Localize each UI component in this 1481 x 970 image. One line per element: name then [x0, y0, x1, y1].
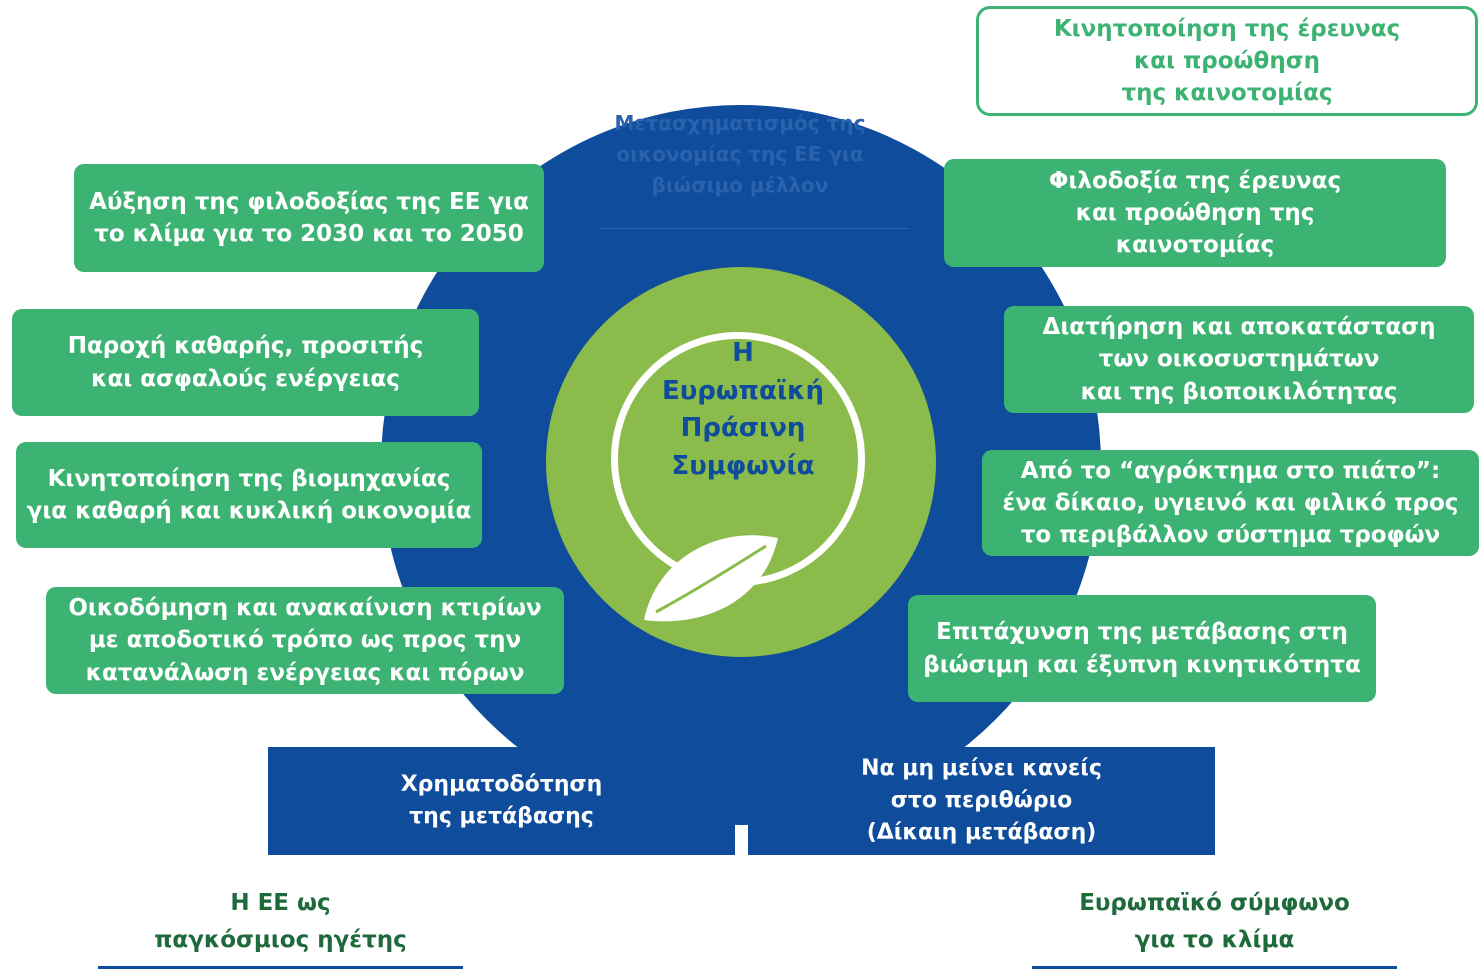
bottom-label-climate-pact: Ευρωπαϊκό σύμφωνο για το κλίμα: [1079, 890, 1350, 953]
base-just-transition: Να μη μείνει κανείς στο περιθώριο (Δίκαι…: [748, 747, 1215, 855]
right-box-research: Φιλοδοξία της έρευνας και προώθηση της κ…: [944, 159, 1446, 267]
right-box-farm-to-fork: Από το “αγρόκτημα στο πιάτο”: ένα δίκαιο…: [982, 450, 1479, 556]
left-box-industry: Κινητοποίηση της βιομηχανίας για καθαρή …: [16, 442, 482, 548]
bottom-label-global-leader: Η ΕΕ ως παγκόσμιος ηγέτης: [154, 890, 407, 953]
right-box-mobility: Επιτάχυνση της μετάβασης στη βιώσιμη και…: [908, 595, 1376, 702]
research-mobilization-box: Κινητοποίηση της έρευνας και προώθηση τη…: [976, 6, 1478, 116]
base-financing: Χρηματοδότηση της μετάβασης: [268, 747, 735, 855]
left-box-clean-energy: Παροχή καθαρής, προσιτής και ασφαλούς εν…: [12, 309, 479, 416]
bottom-line-right: [1032, 966, 1397, 969]
leaf-icon: [644, 535, 778, 622]
bottom-line-left: [98, 966, 463, 969]
right-box-biodiversity: Διατήρηση και αποκατάσταση των οικοσυστη…: [1004, 306, 1474, 413]
left-box-buildings: Οικοδόμηση και ανακαίνιση κτιρίων με απο…: [46, 587, 564, 694]
faint-top-title: Μετασχηματισμός της οικονομίας της ΕΕ γι…: [614, 111, 866, 197]
left-box-climate-ambition: Αύξηση της φιλοδοξίας της ΕΕ για το κλίμ…: [74, 164, 544, 272]
faint-divider: [600, 228, 910, 229]
center-title: Η Ευρωπαϊκή Πράσινη Συμφωνία: [661, 338, 825, 482]
